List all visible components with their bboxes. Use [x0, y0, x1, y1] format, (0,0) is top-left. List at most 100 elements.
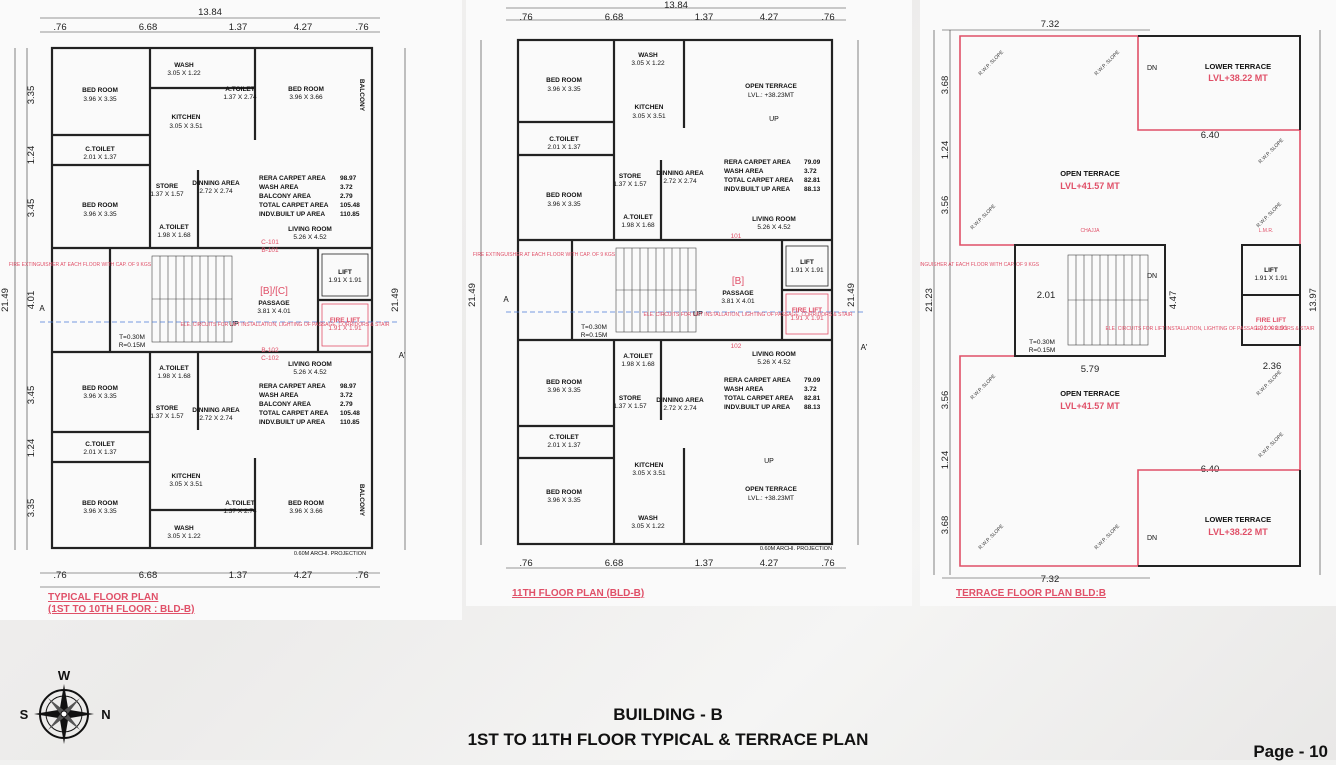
area-value: 3.72: [804, 386, 817, 393]
room-size: 2.72 X 2.74: [663, 405, 697, 412]
dim-passage: 2.01: [1037, 290, 1056, 301]
room-label: A.TOILET: [623, 353, 653, 360]
area-value: 2.79: [340, 193, 353, 200]
room-label: STORE: [619, 395, 642, 402]
projection-note: 0.60M ARCHI. PROJECTION: [294, 551, 366, 557]
slope-note: R.W.P. SLOPE: [1256, 201, 1284, 229]
dn-label: DN: [1147, 273, 1157, 280]
room-size: 3.05 X 1.22: [631, 523, 665, 530]
dim-bottom-4: 4.27: [294, 570, 313, 581]
dim-top-5: .76: [821, 12, 834, 23]
room-label: BED ROOM: [546, 192, 582, 199]
room-label: BED ROOM: [82, 385, 118, 392]
dim-stair-width: 5.79: [1081, 364, 1100, 375]
room-label: BED ROOM: [546, 489, 582, 496]
unit-label: 101: [731, 233, 742, 240]
room-size: 3.81 X 4.01: [721, 298, 755, 305]
room-label: BED ROOM: [288, 500, 324, 507]
dim-left-height: 21.49: [0, 288, 11, 312]
room-label: WASH: [638, 52, 658, 59]
room-size: 2.01 X 1.37: [547, 144, 581, 151]
room-label: KITCHEN: [635, 104, 664, 111]
up-label: UP: [229, 321, 239, 328]
room-label: FIRE LIFT: [330, 317, 360, 324]
eleventh-plan-sheet: 13.84 .76 6.68 1.37 4.27 .76 .76 6.68 1.…: [466, 0, 912, 606]
slope-note: R.W.P. SLOPE: [970, 373, 998, 401]
area-label: RERA CARPET AREA: [724, 159, 791, 166]
area-value: 98.97: [340, 383, 357, 390]
room-label: OPEN TERRACE: [1060, 169, 1120, 178]
dim-top-3: 1.37: [695, 12, 714, 23]
eleventh-floor-plan: 13.84 .76 6.68 1.37 4.27 .76 .76 6.68 1.…: [467, 0, 868, 569]
dim-mid: 6.40: [1201, 130, 1220, 141]
footer-title-line1: BUILDING - B: [613, 705, 723, 724]
room-label: A.TOILET: [159, 365, 189, 372]
room-label: WASH: [638, 515, 658, 522]
room-label: BALCONY: [358, 79, 365, 112]
unit-label: C-102: [261, 355, 279, 362]
typical-floor-plan: 13.84 .76 6.68 1.37 4.27 .76 .76 6.68 1.…: [0, 7, 406, 588]
room-label: LIVING ROOM: [288, 226, 332, 233]
dim-bottom-2: 6.68: [139, 570, 158, 581]
room-label: LIFT: [1264, 267, 1278, 274]
room-size: 3.96 X 3.35: [547, 86, 581, 93]
dim-bottom-4: 4.27: [760, 558, 779, 569]
dim-left-7: 3.68: [940, 516, 951, 535]
room-size: 3.05 X 1.22: [167, 70, 201, 77]
area-label: BALCONY AREA: [259, 401, 311, 408]
room-label: LIFT: [338, 269, 352, 276]
room-size: 3.96 X 3.66: [289, 94, 323, 101]
room-level: LVL+38.22 MT: [1208, 73, 1268, 83]
area-label: TOTAL CARPET AREA: [259, 410, 329, 417]
section-a2: A': [399, 351, 406, 360]
room-size: 1.91 X 1.91: [790, 267, 824, 274]
area-label: TOTAL CARPET AREA: [724, 395, 794, 402]
room-label: BED ROOM: [288, 86, 324, 93]
room-size: 1.37 X 2.74: [223, 94, 257, 101]
dim-left-4: 4.47: [1168, 291, 1179, 310]
dim-left-a: 3.35: [26, 86, 37, 105]
room-label: OPEN TERRACE: [1060, 389, 1120, 398]
projection-note: 0.60M ARCHI. PROJECTION: [760, 546, 832, 552]
compass: W S N: [18, 668, 111, 760]
page-number: Page - 10: [1253, 742, 1328, 761]
area-value: 82.81: [804, 395, 821, 402]
room-label: BALCONY: [358, 484, 365, 517]
room-level: LVL+41.57 MT: [1060, 401, 1120, 411]
room-level: LVL+41.57 MT: [1060, 181, 1120, 191]
room-label: OPEN TERRACE: [745, 83, 797, 90]
dim-total-width: 13.84: [198, 7, 222, 18]
area-value: 105.48: [340, 410, 360, 417]
dim-bottom-1: .76: [53, 570, 66, 581]
plan-title-typical: TYPICAL FLOOR PLAN (1ST TO 10TH FLOOR : …: [48, 592, 194, 616]
dn-label: DN: [1147, 535, 1157, 542]
room-size: 1.37 X 2.74: [223, 508, 257, 515]
area-label: RERA CARPET AREA: [724, 377, 791, 384]
dim-left-1: 3.68: [940, 76, 951, 95]
chajja-label: CHAJJA: [1081, 228, 1101, 234]
plan-title-line: TERRACE FLOOR PLAN BLD:B: [956, 588, 1106, 599]
room-size: 1.91 X 1.91: [328, 325, 362, 332]
plan-title-terrace: TERRACE FLOOR PLAN BLD:B: [956, 588, 1106, 600]
dim-total-width: 13.84: [664, 0, 688, 11]
fire-extinguisher-note: FIRE EXTINGUISHER AT EACH FLOOR WITH CAP…: [9, 262, 152, 268]
room-label: A.TOILET: [623, 214, 653, 221]
slope-note: R.W.P. SLOPE: [1258, 137, 1286, 165]
area-value: 82.81: [804, 177, 821, 184]
dim-left-g: 3.35: [26, 499, 37, 518]
footer-title-line2: 1ST TO 11TH FLOOR TYPICAL & TERRACE PLAN: [467, 730, 869, 749]
room-size: 3.05 X 3.51: [169, 123, 203, 130]
room-size: 5.26 X 4.52: [757, 224, 791, 231]
area-value: 88.13: [804, 404, 821, 411]
terrace-plan-sheet: 7.32 7.32 21.23 13.97 6.40 6.40 2.01 5.7…: [897, 0, 1336, 606]
slope-note: R.W.P. SLOPE: [1094, 523, 1122, 551]
room-label: C.TOILET: [85, 146, 115, 153]
room-label: STORE: [156, 183, 179, 190]
room-size: 3.96 X 3.66: [289, 508, 323, 515]
plan-title-line: 11TH FLOOR PLAN (BLD-B): [512, 588, 645, 599]
room-size: 5.26 X 4.52: [757, 359, 791, 366]
plan-title-eleventh: 11TH FLOOR PLAN (BLD-B): [512, 588, 644, 600]
area-label: INDV.BUILT UP AREA: [259, 419, 325, 426]
room-label: C.TOILET: [549, 434, 579, 441]
slope-note: R.W.P. SLOPE: [978, 49, 1006, 77]
